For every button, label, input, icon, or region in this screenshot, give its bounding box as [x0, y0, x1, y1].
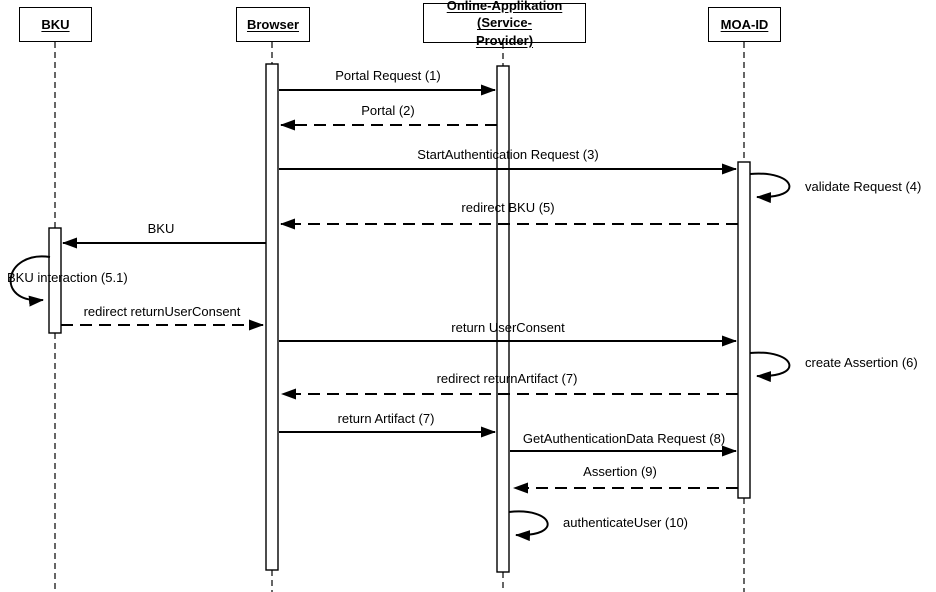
- message-label-create-assertion: create Assertion (6): [805, 355, 918, 370]
- arrow-authenticateuser-selfloop: [508, 510, 549, 542]
- arrow-create-assertion-selfloop: [749, 351, 791, 383]
- message-label-return-artifact: return Artifact (7): [337, 411, 435, 426]
- actor-label-browser: Browser: [246, 16, 300, 32]
- activation-bars: [48, 63, 751, 573]
- message-label-redirect-returnartifact: redirect returnArtifact (7): [436, 371, 578, 386]
- message-arrows: [9, 84, 791, 542]
- message-label-startauthentication-request: StartAuthentication Request (3): [417, 147, 599, 162]
- actor-label-bku: BKU: [41, 16, 70, 32]
- message-label-return-userconsent: return UserConsent: [451, 320, 565, 335]
- actor-label-line2: Provider): [475, 32, 534, 48]
- arrow-validate-request-selfloop: [749, 172, 791, 204]
- activation-bar-moaid: [737, 161, 751, 499]
- message-label-bku: BKU: [147, 221, 175, 236]
- actor-label-moa-id: MOA-ID: [720, 16, 769, 32]
- message-label-portal-response: Portal (2): [361, 103, 415, 118]
- activation-bar-onlineapp: [496, 65, 510, 573]
- lifelines: [54, 42, 745, 592]
- message-label-bku-interaction: BKU interaction (5.1): [7, 270, 128, 285]
- activation-bar-bku: [48, 227, 62, 334]
- actor-box-bku: BKU: [19, 7, 92, 42]
- actor-box-online-applikation: Online-Applikation (Service- Provider): [423, 0, 586, 48]
- message-label-redirect-returnuserconsent: redirect returnUserConsent: [83, 304, 241, 319]
- message-label-portal-request: Portal Request (1): [335, 68, 441, 83]
- message-label-validate-request: validate Request (4): [805, 179, 922, 194]
- actor-label-online-applikation: Online-Applikation (Service- Provider): [424, 0, 585, 49]
- message-label-assertion: Assertion (9): [583, 464, 657, 479]
- message-label-redirect-bku: redirect BKU (5): [461, 200, 555, 215]
- message-label-authenticateuser: authenticateUser (10): [563, 515, 689, 530]
- arrow-bku-interaction-selfloop: [9, 255, 51, 307]
- actor-box-moa-id: MOA-ID: [708, 7, 781, 42]
- actor-box-browser: Browser: [236, 7, 310, 42]
- message-label-getauthenticationdata-request: GetAuthenticationData Request (8): [522, 431, 726, 446]
- actor-label-line1: Online-Applikation (Service-: [446, 0, 563, 31]
- activation-bar-browser: [265, 63, 279, 571]
